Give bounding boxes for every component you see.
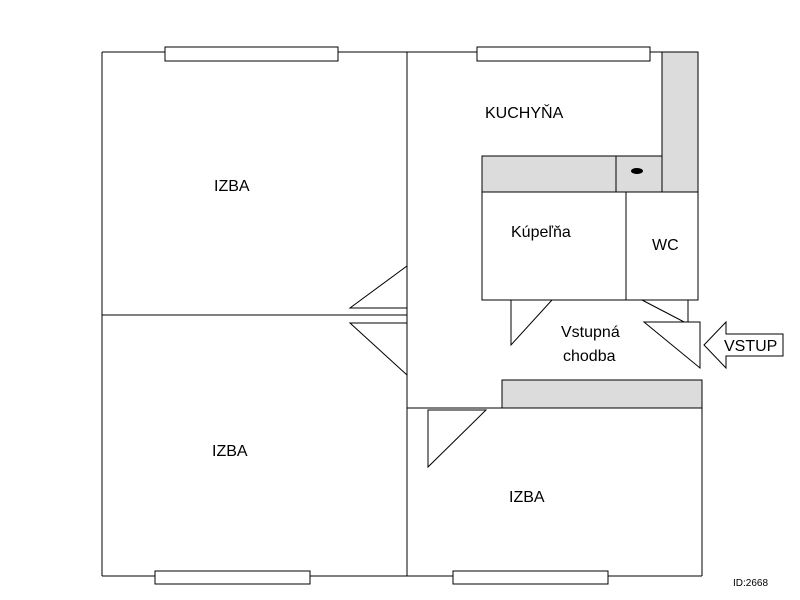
hallway-label-line2: chodba bbox=[563, 348, 616, 365]
room-label-bottom-left: IZBA bbox=[212, 443, 248, 460]
door-swing-entrance bbox=[642, 321, 701, 370]
interior-walls bbox=[102, 52, 502, 576]
hallway-label-line1: Vstupná bbox=[561, 324, 620, 341]
entrance-label: VSTUP bbox=[724, 338, 777, 355]
kitchen-label: KUCHYŇA bbox=[485, 103, 564, 122]
window-bottom-right bbox=[452, 570, 609, 585]
door-swing-bottom-left-room bbox=[348, 322, 408, 377]
bathroom-label: Kúpeľňa bbox=[511, 224, 571, 241]
window-top-right bbox=[476, 46, 651, 62]
door-swing-bottom-right-room bbox=[427, 409, 488, 469]
room-label-top-left: IZBA bbox=[214, 178, 250, 195]
door-swing-top-left-room bbox=[348, 265, 408, 309]
bathroom-outline bbox=[481, 191, 699, 301]
outer-walls bbox=[101, 51, 703, 577]
door-swing-wc bbox=[641, 299, 689, 325]
entrance-arrow bbox=[703, 320, 784, 370]
window-top-left bbox=[164, 46, 339, 62]
hallway-counter bbox=[501, 379, 703, 409]
kitchen-counter-vertical bbox=[661, 51, 699, 193]
door-swing-bathroom bbox=[510, 299, 554, 347]
wc-label: WC bbox=[652, 237, 679, 254]
window-bottom-left bbox=[154, 570, 311, 585]
sink-icon bbox=[631, 168, 643, 174]
stove-segment bbox=[615, 155, 663, 193]
room-label-bottom-right: IZBA bbox=[509, 489, 545, 506]
plan-id: ID:2668 bbox=[733, 578, 768, 589]
